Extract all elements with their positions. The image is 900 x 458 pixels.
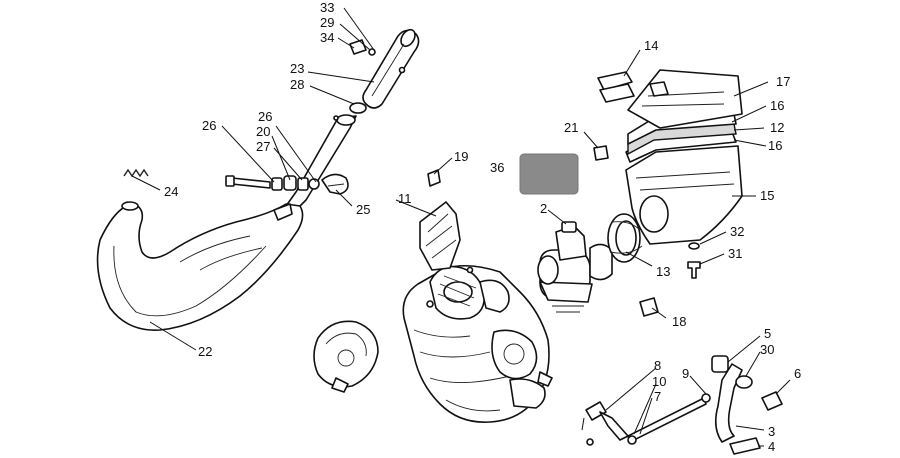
clip-21 bbox=[593, 145, 609, 161]
callout-34: 34 bbox=[320, 30, 334, 45]
cover-fastener bbox=[427, 169, 441, 187]
callout-29: 29 bbox=[320, 15, 334, 30]
callout-26-right: 26 bbox=[258, 109, 272, 124]
callout-23: 23 bbox=[290, 61, 304, 76]
part-36-placeholder bbox=[519, 153, 579, 195]
callout-7: 7 bbox=[654, 389, 661, 404]
callout-27: 27 bbox=[256, 139, 270, 154]
ignition-cover bbox=[313, 320, 379, 393]
callout-10: 10 bbox=[652, 374, 666, 389]
callout-24: 24 bbox=[164, 184, 178, 199]
callout-14: 14 bbox=[644, 38, 658, 53]
callout-13: 13 bbox=[656, 264, 670, 279]
callout-18: 18 bbox=[672, 314, 686, 329]
callout-16-bottom: 16 bbox=[768, 138, 782, 153]
exhaust-bolt-assembly bbox=[225, 175, 320, 191]
vent-hose bbox=[597, 71, 635, 103]
callout-6: 6 bbox=[794, 366, 801, 381]
callout-17: 17 bbox=[776, 74, 790, 89]
airbox-screw bbox=[687, 242, 701, 279]
clip-18 bbox=[639, 297, 659, 317]
exhaust-link-pipe bbox=[285, 114, 357, 213]
intake-boot bbox=[607, 213, 643, 263]
gear-linkage bbox=[581, 355, 783, 455]
callout-3: 3 bbox=[768, 424, 775, 439]
callout-21: 21 bbox=[564, 120, 578, 135]
callout-9: 9 bbox=[682, 366, 689, 381]
callout-26-left: 26 bbox=[202, 118, 216, 133]
exhaust-clamp-ring bbox=[349, 102, 367, 114]
callout-30: 30 bbox=[760, 342, 774, 357]
cylinder-cover bbox=[419, 201, 461, 271]
callout-labels: 33 29 34 23 28 26 26 20 27 24 25 22 19 1… bbox=[164, 0, 801, 454]
carburetor bbox=[537, 221, 613, 313]
callout-31: 31 bbox=[728, 246, 742, 261]
callout-11: 11 bbox=[398, 191, 412, 206]
callout-22: 22 bbox=[198, 344, 212, 359]
callout-8: 8 bbox=[654, 358, 661, 373]
exhaust-clamp bbox=[321, 173, 349, 195]
air-box bbox=[625, 145, 743, 245]
silencer bbox=[362, 28, 420, 109]
callout-5: 5 bbox=[764, 326, 771, 341]
callout-16-top: 16 bbox=[770, 98, 784, 113]
callout-25: 25 bbox=[356, 202, 370, 217]
callout-2: 2 bbox=[540, 201, 547, 216]
expansion-chamber bbox=[96, 201, 304, 331]
callout-28: 28 bbox=[290, 77, 304, 92]
callout-33: 33 bbox=[320, 0, 334, 15]
engine-block bbox=[402, 264, 553, 423]
callout-36: 36 bbox=[490, 160, 504, 175]
callout-15: 15 bbox=[760, 188, 774, 203]
callout-12: 12 bbox=[770, 120, 784, 135]
leader-lines bbox=[131, 7, 791, 447]
callout-19: 19 bbox=[454, 149, 468, 164]
callout-20: 20 bbox=[256, 124, 270, 139]
callout-32: 32 bbox=[730, 224, 744, 239]
callout-4: 4 bbox=[768, 439, 775, 454]
exhaust-spring bbox=[123, 168, 149, 178]
air-box-cover bbox=[627, 69, 743, 129]
